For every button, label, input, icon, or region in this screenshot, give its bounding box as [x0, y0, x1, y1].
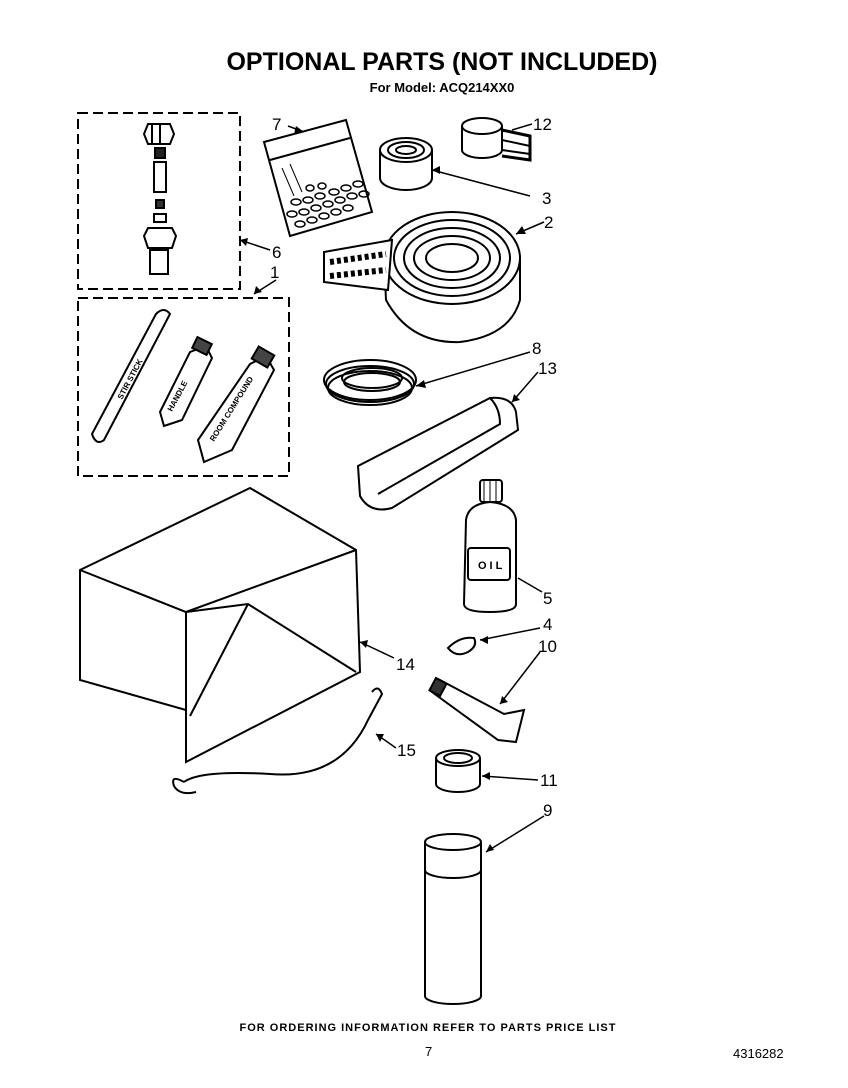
- callout-15: 15: [397, 741, 416, 760]
- arrowheads: [240, 126, 526, 852]
- callout-4: 4: [543, 615, 552, 634]
- part-7-washer-bag: [262, 118, 374, 238]
- callout-12: 12: [533, 115, 552, 134]
- part-8-coiled-cord: [323, 359, 417, 406]
- model-subtitle: For Model: ACQ214XX0: [369, 80, 515, 95]
- oil-bottle-label: OIL: [478, 560, 505, 572]
- callout-14: 14: [396, 655, 415, 674]
- part-6-fitting-kit: [77, 112, 241, 290]
- leader-lines: [239, 123, 545, 853]
- page-title: OPTIONAL PARTS (NOT INCLUDED): [226, 48, 658, 76]
- document-number: 4316282: [733, 1046, 784, 1061]
- callout-6: 6: [272, 243, 281, 262]
- part-3-coil-tape: [379, 137, 433, 191]
- part-2-large-tape-roll: [323, 211, 521, 344]
- ordering-note: FOR ORDERING INFORMATION REFER TO PARTS …: [239, 1022, 617, 1034]
- part-11-spool: [435, 749, 481, 793]
- part-10-tube: [428, 676, 526, 744]
- page-number: 7: [425, 1044, 433, 1059]
- part-9-spray-can: [424, 833, 482, 1005]
- part-1-kit: [77, 297, 290, 477]
- callout-8: 8: [532, 339, 541, 358]
- part-12-tape-roll: [461, 117, 532, 162]
- callout-10: 10: [538, 637, 557, 656]
- callout-3: 3: [542, 189, 551, 208]
- part-14-cover: [79, 486, 362, 764]
- callout-5: 5: [543, 589, 552, 608]
- part-5-oil-bottle: [462, 479, 517, 614]
- part-4-tag: [446, 636, 477, 656]
- part-15-hook-cord: [172, 687, 384, 795]
- callout-11: 11: [540, 771, 558, 790]
- callout-7: 7: [272, 115, 281, 134]
- callout-2: 2: [544, 213, 553, 232]
- callout-13: 13: [538, 359, 557, 378]
- callout-1: 1: [270, 263, 279, 282]
- callout-9: 9: [543, 801, 552, 820]
- part-13-foam-strip: [356, 396, 520, 511]
